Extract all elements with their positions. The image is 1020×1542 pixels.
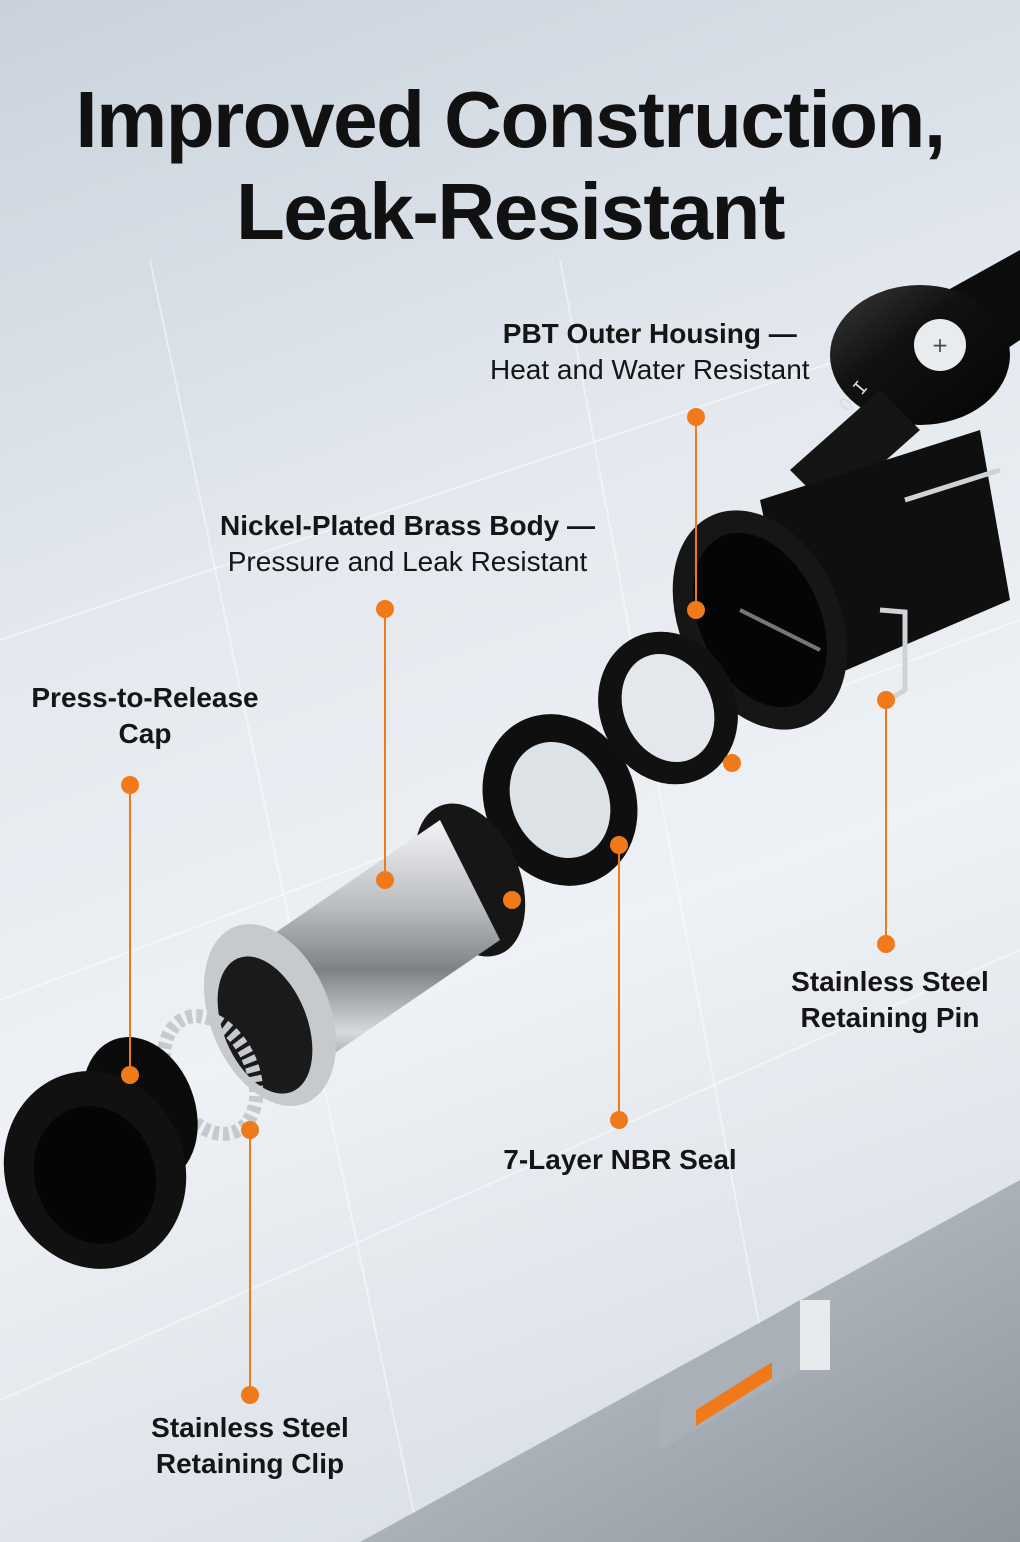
nbr-seal-ring-large — [598, 631, 738, 785]
callout-retaining-pin-line2: Retaining Pin — [800, 1002, 980, 1033]
callout-retaining-pin-line1: Stainless Steel — [791, 966, 989, 997]
callout-retaining-pin: Stainless Steel Retaining Pin — [780, 964, 1000, 1036]
callout-cap-line2: Cap — [118, 718, 172, 749]
headline-line-2: Leak-Resistant — [235, 167, 786, 256]
callout-brass-body-name: Nickel-Plated Brass Body — — [220, 510, 596, 541]
svg-text:+: + — [932, 333, 949, 357]
metal-step — [360, 1180, 1020, 1542]
callout-retaining-clip-line1: Stainless Steel — [151, 1412, 349, 1443]
callout-nbr-seal: 7-Layer NBR Seal — [470, 1142, 770, 1178]
callout-pbt-housing: PBT Outer Housing — Heat and Water Resis… — [490, 316, 810, 388]
press-to-release-cap — [3, 1037, 198, 1269]
callout-pbt-housing-name: PBT Outer Housing — — [502, 318, 797, 349]
pbt-outer-housing: + O I — [672, 250, 1020, 730]
callout-cap: Press-to-Release Cap — [20, 680, 270, 752]
callout-retaining-clip-line2: Retaining Clip — [155, 1448, 345, 1479]
callout-brass-body: Nickel-Plated Brass Body — Pressure and … — [220, 508, 595, 580]
headline-line-1: Improved Construction, — [75, 75, 946, 164]
nbr-seal-ring-small — [482, 714, 638, 886]
nickel-plated-brass-body — [203, 803, 526, 1106]
callout-brass-body-desc: Pressure and Leak Resistant — [227, 546, 588, 577]
callout-cap-line1: Press-to-Release — [31, 682, 259, 713]
callout-retaining-clip: Stainless Steel Retaining Clip — [140, 1410, 360, 1482]
callout-dots — [121, 408, 895, 1404]
callout-nbr-seal-line1: 7-Layer NBR Seal — [503, 1144, 737, 1175]
callout-leaders — [129, 417, 887, 1395]
callout-pbt-housing-desc: Heat and Water Resistant — [490, 354, 810, 385]
